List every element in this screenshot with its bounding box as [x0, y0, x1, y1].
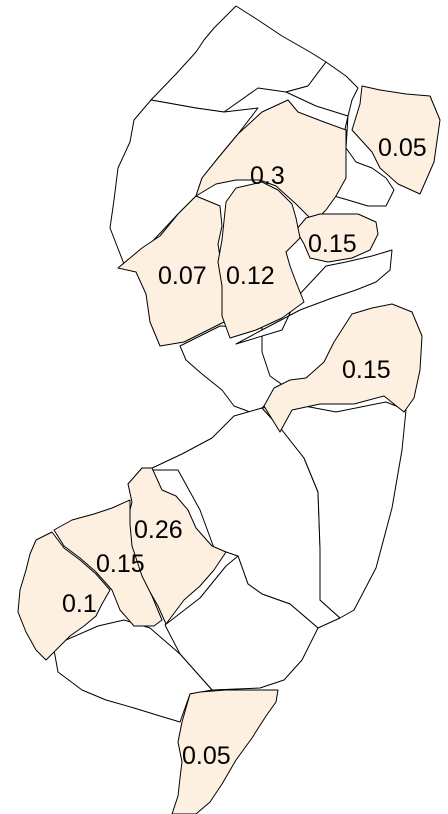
label-north-east-1: 0.05: [378, 134, 427, 162]
county-salem-south: [17, 531, 111, 661]
county-union: [295, 213, 379, 263]
county-ocean: [261, 401, 407, 619]
label-north-central-1: 0.3: [250, 162, 285, 190]
label-south-west-3: 0.1: [62, 590, 97, 618]
county-salem-north: [53, 499, 163, 627]
county-cape-may: [171, 689, 279, 814]
county-monmouth: [263, 303, 423, 433]
county-central-east: [235, 249, 393, 345]
county-bergen: [351, 85, 441, 195]
label-south-west-2: 0.15: [96, 550, 145, 578]
label-north-central-2: 0.15: [308, 230, 357, 258]
label-west-central-1: 0.07: [158, 262, 207, 290]
label-south-tip: 0.05: [182, 742, 231, 770]
label-south-west-1: 0.26: [134, 516, 183, 544]
county-somerset: [217, 181, 305, 339]
label-east-shore-1: 0.15: [342, 356, 391, 384]
label-west-central-2: 0.12: [226, 262, 275, 290]
unlabeled-counties: [53, 5, 407, 723]
county-morris: [195, 99, 347, 223]
county-labels: 0.05 0.3 0.15 0.07 0.12 0.15 0.26 0.15 0…: [62, 134, 427, 770]
highlighted-counties: [17, 85, 441, 814]
